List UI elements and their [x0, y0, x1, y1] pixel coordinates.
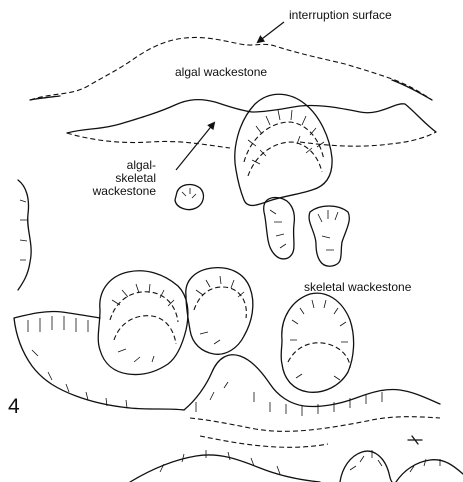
coral-head-upper: [235, 94, 332, 205]
coral-small-1: [264, 198, 295, 259]
interruption-arrow: [258, 22, 284, 42]
algal-skeletal-wackestone-label: algal- skeletal wackestone: [66, 159, 156, 198]
skeletal-wackestone-label: skeletal wackestone: [304, 281, 411, 294]
small-stick-fragment: [408, 436, 422, 444]
bottom-right-fragment-1: [340, 451, 392, 482]
algal-wackestone-label: algal wackestone: [175, 66, 267, 79]
coral-small-2: [309, 206, 349, 266]
coral-head-lower-left: [98, 271, 188, 375]
reef-framework-center: [184, 355, 440, 410]
left-margin-fragment: [18, 180, 31, 290]
interruption-surface-solid-base: [30, 80, 432, 100]
coral-head-lower-middle: [186, 268, 253, 355]
algal-nodule: [175, 185, 203, 210]
bottom-left-line: [130, 455, 320, 482]
figure-number: 4: [8, 396, 20, 418]
interruption-surface-label: interruption surface: [289, 9, 392, 22]
algal-skeletal-lens-outline: [67, 100, 436, 133]
bottom-right-fragment-2: [396, 460, 463, 482]
algal-skeletal-label-line3: wackestone: [66, 185, 156, 198]
algal-skeletal-arrow: [176, 123, 214, 170]
